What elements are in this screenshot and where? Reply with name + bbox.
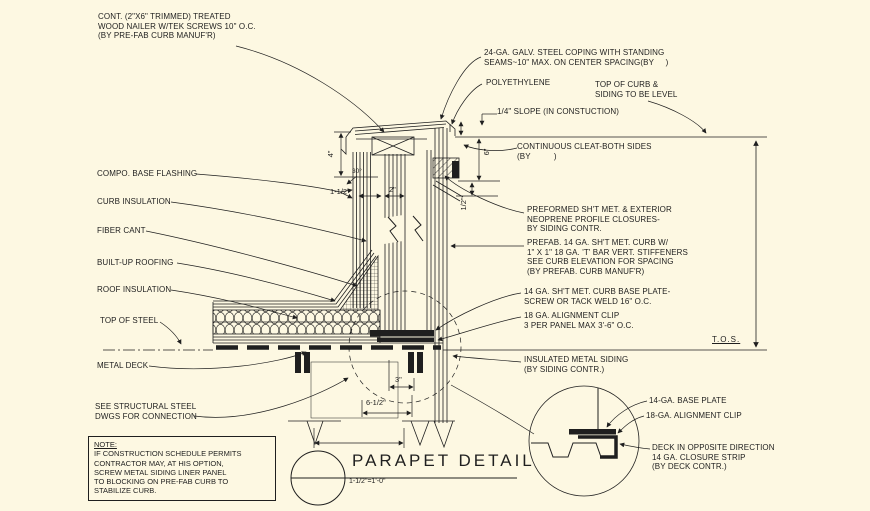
enlarged-detail <box>528 385 640 497</box>
dim-base-offset: 3" <box>395 375 402 384</box>
note-box: NOTE: IF CONSTRUCTION SCHEDULE PERMITS C… <box>88 436 276 501</box>
dim-nailer-height: 4" <box>326 150 335 158</box>
dim-angle: 30° <box>352 168 362 175</box>
detail-reference-circle <box>348 290 535 435</box>
note-heading: NOTE: <box>94 440 117 449</box>
curb-base-plate <box>370 330 434 342</box>
callout-curb-insulation: CURB INSULATION <box>97 197 171 206</box>
drawing-scale: 1-1/2"=1'-0" <box>349 478 386 485</box>
dim-curb-width: 2" <box>389 185 396 194</box>
callout-polyethylene: POLYETHYLENE <box>486 78 551 87</box>
callout-top-of-steel: TOP OF STEEL <box>100 316 159 325</box>
callout-prefab-curb: PREFAB. 14 GA. SH'T MET. CURB W/ 1" X 1"… <box>527 238 688 276</box>
break-symbols <box>384 213 426 244</box>
callout-fiber-cant: FIBER CANT <box>97 226 146 235</box>
dim-base-width: 6-1/2" <box>366 398 386 407</box>
callout-see-structural: SEE STRUCTURAL STEEL DWGS FOR CONNECTION <box>95 402 197 421</box>
wood-nailer <box>371 136 415 156</box>
drawing-title: PARAPET DETAIL <box>352 451 535 470</box>
dim-coping-drop: 6" <box>482 148 491 156</box>
title-bubble <box>290 450 517 506</box>
dim-half-inch: 1/2" <box>459 197 468 211</box>
callout-coping: 24-GA. GALV. STEEL COPING WITH STANDING … <box>484 48 669 67</box>
callout-detail-base-plate: 14-GA. BASE PLATE <box>649 396 727 405</box>
callout-compo-base-flashing: COMPO. BASE FLASHING <box>97 169 198 178</box>
closure-block <box>432 157 464 202</box>
callout-built-up-roofing: BUILT-UP ROOFING <box>97 258 174 267</box>
callout-cleat: CONTINUOUS CLEAT-BOTH SIDES (BY ) <box>517 142 652 161</box>
dim-flashing-offset: 1-1/2" <box>330 187 350 196</box>
level-lines <box>103 136 767 351</box>
callout-wood-nailer: CONT. (2"X6" TRIMMED) TREATED WOOD NAILE… <box>98 12 256 40</box>
section-geometry <box>103 45 767 506</box>
callout-detail-alignment-clip: 18-GA. ALIGNMENT CLIP <box>646 411 742 420</box>
callout-metal-deck: METAL DECK <box>97 361 149 370</box>
callout-curb-base-plate: 14 GA. SH'T MET. CURB BASE PLATE- SCREW … <box>524 287 671 306</box>
callout-detail-deck: DECK IN OPP0SITE DIRECTION 14 GA. CLOSUR… <box>652 443 775 471</box>
callout-roof-insulation: ROOF INSULATION <box>97 285 172 294</box>
callout-insulated-siding: INSULATED METAL SIDING (BY SIDING CONTR.… <box>524 355 629 374</box>
callout-top-of-curb: TOP OF CURB & SIDING TO BE LEVEL <box>595 80 678 99</box>
coping-cap <box>340 120 456 155</box>
callout-slope: 1/4" SLOPE (IN CONSTUCTION) <box>497 107 620 116</box>
dimension-lines <box>313 121 500 448</box>
steel-beams <box>288 352 455 449</box>
note-body: IF CONSTRUCTION SCHEDULE PERMITS CONTRAC… <box>94 449 242 496</box>
leader-lines <box>145 45 707 450</box>
callout-preformed-closures: PREFORMED SH'T MET. & EXTERIOR NEOPRENE … <box>527 205 672 233</box>
callout-alignment-clip: 18 GA. ALIGNMENT CLIP 3 PER PANEL MAX 3'… <box>524 311 634 330</box>
label-tos: T.O.S. <box>712 335 741 344</box>
